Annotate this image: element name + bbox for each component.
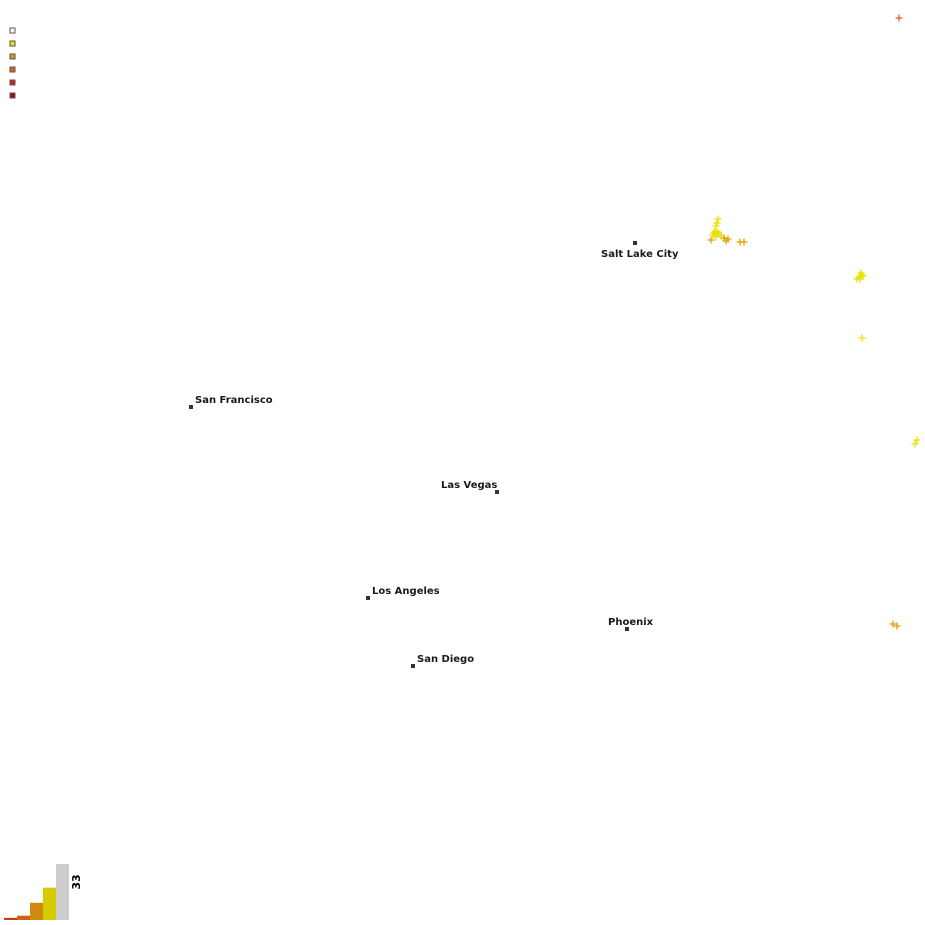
histogram-bar [43, 887, 56, 920]
strike-cross-icon [893, 622, 901, 630]
strike-histogram: 33 [4, 864, 83, 920]
city-marker-icon [189, 405, 193, 409]
legend-swatch-2 [9, 53, 16, 60]
cities: Salt Lake City San Francisco Las Vegas L… [189, 241, 680, 668]
city-phoenix[interactable]: Phoenix [607, 616, 655, 631]
strike-cross-icon [895, 14, 903, 22]
city-san-diego[interactable]: San Diego [411, 653, 475, 668]
histogram-bar [17, 915, 30, 920]
city-los-angeles[interactable]: Los Angeles [366, 585, 441, 600]
city-marker-icon [633, 241, 637, 245]
strike-cross-icon [740, 238, 748, 246]
histogram-bar [56, 864, 69, 920]
city-salt-lake-city[interactable]: Salt Lake City [600, 241, 680, 261]
strike-cross-icon [714, 215, 722, 223]
city-label: San Diego [417, 654, 474, 665]
legend [9, 27, 16, 99]
strike-cross-icon [858, 334, 866, 342]
strike-cross-icon [707, 236, 715, 244]
city-san-francisco[interactable]: San Francisco [189, 394, 274, 409]
city-label: Phoenix [608, 617, 654, 628]
legend-swatch-1 [9, 40, 16, 47]
histogram-count-label: 33 [70, 874, 83, 889]
city-label: Los Angeles [372, 586, 440, 597]
strike-cross-icon [913, 436, 921, 444]
city-marker-icon [411, 664, 415, 668]
legend-swatch-0 [9, 27, 16, 34]
strike-cross-icon [856, 275, 864, 283]
city-marker-icon [625, 627, 629, 631]
city-las-vegas[interactable]: Las Vegas [440, 479, 499, 494]
city-label: Las Vegas [441, 480, 497, 491]
legend-swatch-4 [9, 79, 16, 86]
histogram-bar [4, 917, 17, 920]
city-marker-icon [495, 490, 499, 494]
legend-swatch-5 [9, 92, 16, 99]
city-label: San Francisco [195, 395, 273, 406]
strike-markers [707, 14, 921, 630]
legend-swatch-3 [9, 66, 16, 73]
strike-cross-icon [857, 269, 865, 277]
city-label: Salt Lake City [601, 249, 679, 260]
strike-cross-icon [713, 219, 721, 227]
strike-cross-icon [712, 222, 720, 230]
histogram-bar [30, 902, 43, 920]
strike-cross-icon [722, 237, 730, 245]
strike-cross-icon [911, 440, 919, 448]
strike-cross-icon [712, 233, 720, 241]
strike-cross-icon [710, 229, 718, 237]
city-marker-icon [366, 596, 370, 600]
strike-cross-icon [889, 620, 897, 628]
